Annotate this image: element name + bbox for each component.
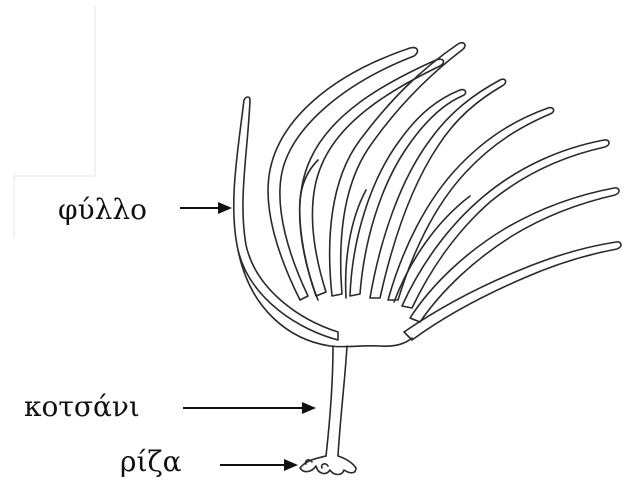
crown-base <box>238 250 412 347</box>
arrow-stalk <box>183 402 316 414</box>
arrow-leaf <box>180 202 232 214</box>
root <box>300 456 356 475</box>
frond <box>234 97 338 340</box>
frond <box>404 242 621 340</box>
label-stalk: κοτσάνι <box>24 393 140 421</box>
stalk <box>326 346 347 456</box>
frond <box>388 108 554 300</box>
label-leaf: φύλλο <box>58 196 147 224</box>
arrow-root <box>220 459 298 471</box>
leaf-fronds <box>234 43 621 347</box>
frond <box>268 48 417 300</box>
frond <box>402 140 609 308</box>
frond <box>330 43 465 296</box>
label-root: ρίζα <box>120 448 182 476</box>
